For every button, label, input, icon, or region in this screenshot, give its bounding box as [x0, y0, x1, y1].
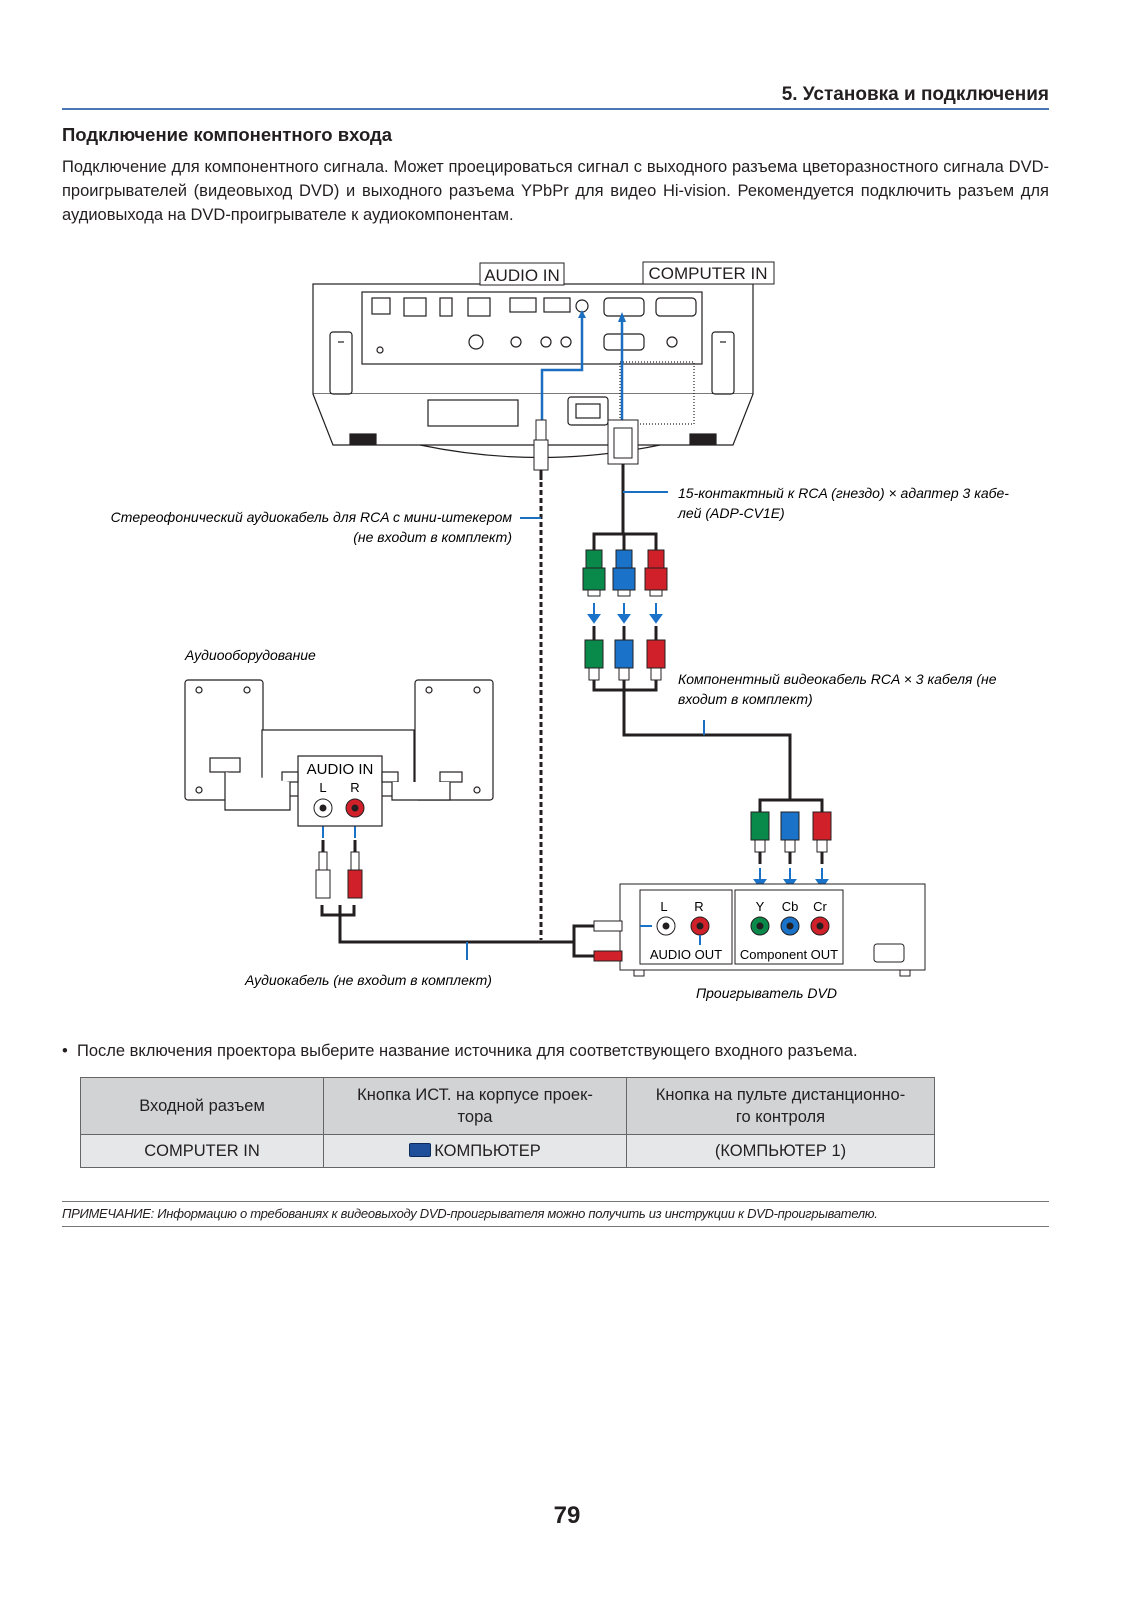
note-top-rule	[62, 1201, 1049, 1202]
note-text: ПРИМЕЧАНИЕ: Информацию о требованиях к в…	[62, 1206, 878, 1221]
header-rule	[62, 108, 1049, 110]
audio-in-label: AUDIO IN	[484, 266, 560, 285]
cell-connector: COMPUTER IN	[80, 1134, 324, 1168]
connection-diagram: AUDIO IN COMPUTER IN	[111, 261, 1009, 1001]
speaker-l-label: L	[319, 780, 326, 795]
dvd-cr-label: Cr	[813, 899, 827, 914]
section-heading: Подключение компонентного входа	[62, 124, 393, 145]
vga-connector-icon	[409, 1143, 432, 1157]
adapter-caption-2: лей (ADP-CV1E)	[677, 505, 785, 521]
bullet-dot: •	[62, 1042, 77, 1060]
audio-cable-caption: Аудиокабель (не входит в комплект)	[244, 972, 492, 988]
table-row: COMPUTER IN КОМПЬЮТЕР (КОМПЬЮТЕР 1)	[80, 1134, 935, 1168]
component-cable-caption-2: входит в комплект)	[678, 691, 813, 707]
stereo-cable-caption: Стереофонический аудиокабель для RCA с м…	[111, 509, 513, 525]
intro-paragraph: Подключение для компонентного сигнала. М…	[62, 158, 1049, 224]
input-source-table: Входной разъем Кнопка ИСТ. на корпусе пр…	[80, 1077, 935, 1168]
computer-in-label: COMPUTER IN	[649, 264, 768, 283]
cell-remote-button: (КОМПЬЮТЕР 1)	[626, 1134, 935, 1168]
projector	[312, 283, 754, 459]
dvd-component-out-label: Component OUT	[740, 947, 838, 962]
audio-equipment-caption: Аудиооборудование	[184, 647, 316, 663]
header-remote-button: Кнопка на пульте дистанционно-го контрол…	[626, 1077, 935, 1135]
dvd-l-label: L	[660, 899, 667, 914]
note-bottom-rule	[62, 1226, 1049, 1227]
stereo-cable-note: (не входит в комплект)	[353, 529, 512, 545]
dvd-player-caption: Проигрыватель DVD	[696, 985, 837, 1001]
dvd-r-label: R	[694, 899, 703, 914]
header-body-button: Кнопка ИСТ. на корпусе проек-тора	[323, 1077, 627, 1135]
bullet-text: После включения проектора выберите назва…	[76, 1042, 858, 1060]
dvd-audio-out-label: AUDIO OUT	[650, 947, 722, 962]
chapter-title: 5. Установка и подключения	[781, 84, 1049, 105]
header-input-connector: Входной разъем	[80, 1077, 324, 1135]
dvd-y-label: Y	[756, 899, 765, 914]
speaker-r-label: R	[350, 780, 359, 795]
speaker-audio-in-label: AUDIO IN	[307, 761, 374, 778]
cell-body-button: КОМПЬЮТЕР	[323, 1134, 627, 1168]
component-cable-caption-1: Компонентный видеокабель RCA × 3 кабеля …	[678, 671, 997, 687]
dvd-cb-label: Cb	[782, 899, 799, 914]
page-number: 79	[553, 1502, 581, 1529]
adapter-caption-1: 15-контактный к RCA (гнездо) × адаптер 3…	[678, 485, 1009, 501]
table-header-row: Входной разъем Кнопка ИСТ. на корпусе пр…	[80, 1077, 935, 1135]
bullet-item: • После включения проектора выберите наз…	[62, 1042, 858, 1061]
